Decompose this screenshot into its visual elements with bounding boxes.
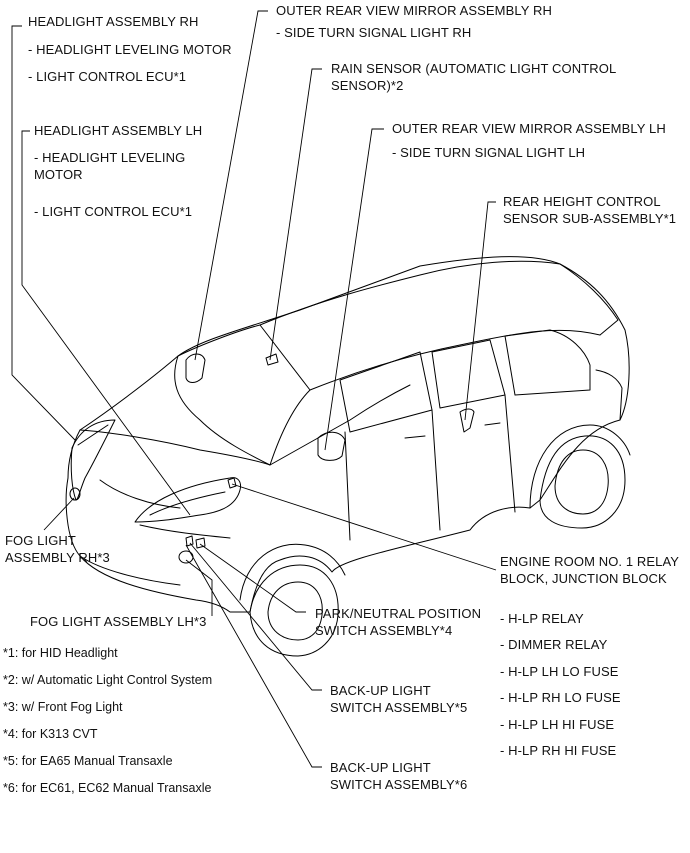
label-headlight-lh-ecu: - LIGHT CONTROL ECU*1: [34, 204, 193, 219]
relay-item: - H-LP RH HI FUSE: [500, 743, 617, 758]
rear-height-shape: [459, 408, 475, 433]
leader-rear-height: [464, 201, 496, 421]
label-park-neutral-a: PARK/NEUTRAL POSITION: [315, 606, 482, 621]
headlight-lh-shape: [134, 477, 241, 523]
footnote: *5: for EA65 Manual Transaxle: [3, 754, 173, 768]
label-engine-room-a: ENGINE ROOM NO. 1 RELAY: [500, 554, 680, 569]
label-headlight-rh-motor: - HEADLIGHT LEVELING MOTOR: [28, 42, 232, 57]
label-mirror-lh-title: OUTER REAR VIEW MIRROR ASSEMBLY LH: [392, 121, 666, 136]
label-backup6-b: SWITCH ASSEMBLY*6: [330, 777, 468, 792]
label-park-neutral-b: SWITCH ASSEMBLY*4: [315, 623, 453, 638]
leader-fog-rh: [43, 497, 75, 531]
footnote: *1: for HID Headlight: [3, 646, 118, 660]
relay-item: - H-LP RH LO FUSE: [500, 690, 621, 705]
car-roof: [259, 260, 561, 326]
relay-item: - H-LP LH HI FUSE: [500, 717, 615, 732]
mirror-lh-shape: [317, 431, 346, 461]
label-headlight-rh-title: HEADLIGHT ASSEMBLY RH: [28, 14, 199, 29]
label-rain-sensor-a: RAIN SENSOR (AUTOMATIC LIGHT CONTROL: [331, 61, 617, 76]
label-backup6-a: BACK-UP LIGHT: [330, 760, 431, 775]
label-fog-lh: FOG LIGHT ASSEMBLY LH*3: [30, 614, 207, 629]
footnote: *3: w/ Front Fog Light: [3, 700, 123, 714]
label-mirror-lh-sub: - SIDE TURN SIGNAL LIGHT LH: [392, 145, 586, 160]
headlight-rh-shape: [70, 419, 116, 501]
label-headlight-lh-motor-b: MOTOR: [34, 167, 83, 182]
leader-headlight-rh: [11, 25, 76, 441]
leader-backup6: [185, 544, 322, 768]
relay-item: - H-LP RELAY: [500, 611, 584, 626]
label-headlight-lh-title: HEADLIGHT ASSEMBLY LH: [34, 123, 203, 138]
label-backup5-a: BACK-UP LIGHT: [330, 683, 431, 698]
footnote: *6: for EC61, EC62 Manual Transaxle: [3, 781, 212, 795]
front-wheel: [249, 564, 339, 657]
leader-engine-room: [231, 483, 497, 571]
label-backup5-b: SWITCH ASSEMBLY*5: [330, 700, 468, 715]
label-headlight-rh-ecu: - LIGHT CONTROL ECU*1: [28, 69, 187, 84]
rear-wheel: [539, 435, 626, 529]
label-rear-height-a: REAR HEIGHT CONTROL: [503, 194, 661, 209]
footnote: *2: w/ Automatic Light Control System: [3, 673, 213, 687]
car-body-outline: [65, 256, 630, 613]
leader-headlight-lh: [21, 130, 191, 516]
leader-rain-sensor: [269, 68, 322, 361]
fog-rh-shape: [69, 487, 81, 501]
label-rear-height-b: SENSOR SUB-ASSEMBLY*1: [503, 211, 677, 226]
relay-item: - DIMMER RELAY: [500, 637, 608, 652]
mirror-rh-shape: [185, 353, 206, 383]
car-windshield: [177, 324, 311, 466]
car-hood: [79, 384, 411, 466]
label-mirror-rh-sub: - SIDE TURN SIGNAL LIGHT RH: [276, 25, 472, 40]
footnote: *4: for K313 CVT: [3, 727, 98, 741]
leader-park-neutral: [199, 543, 306, 613]
label-headlight-lh-motor-a: - HEADLIGHT LEVELING: [34, 150, 186, 165]
leader-fog-lh: [185, 559, 213, 616]
label-engine-room-b: BLOCK, JUNCTION BLOCK: [500, 571, 667, 586]
leader-mirror-rh: [194, 10, 268, 361]
leader-backup5: [189, 542, 322, 691]
label-mirror-rh-title: OUTER REAR VIEW MIRROR ASSEMBLY RH: [276, 3, 552, 18]
relay-item: - H-LP LH LO FUSE: [500, 664, 619, 679]
leader-mirror-lh: [324, 128, 384, 451]
label-rain-sensor-b: SENSOR)*2: [331, 78, 404, 93]
label-fog-rh-a: FOG LIGHT: [5, 533, 76, 548]
rain-sensor-shape: [265, 353, 279, 366]
label-fog-rh-b: ASSEMBLY RH*3: [5, 550, 110, 565]
